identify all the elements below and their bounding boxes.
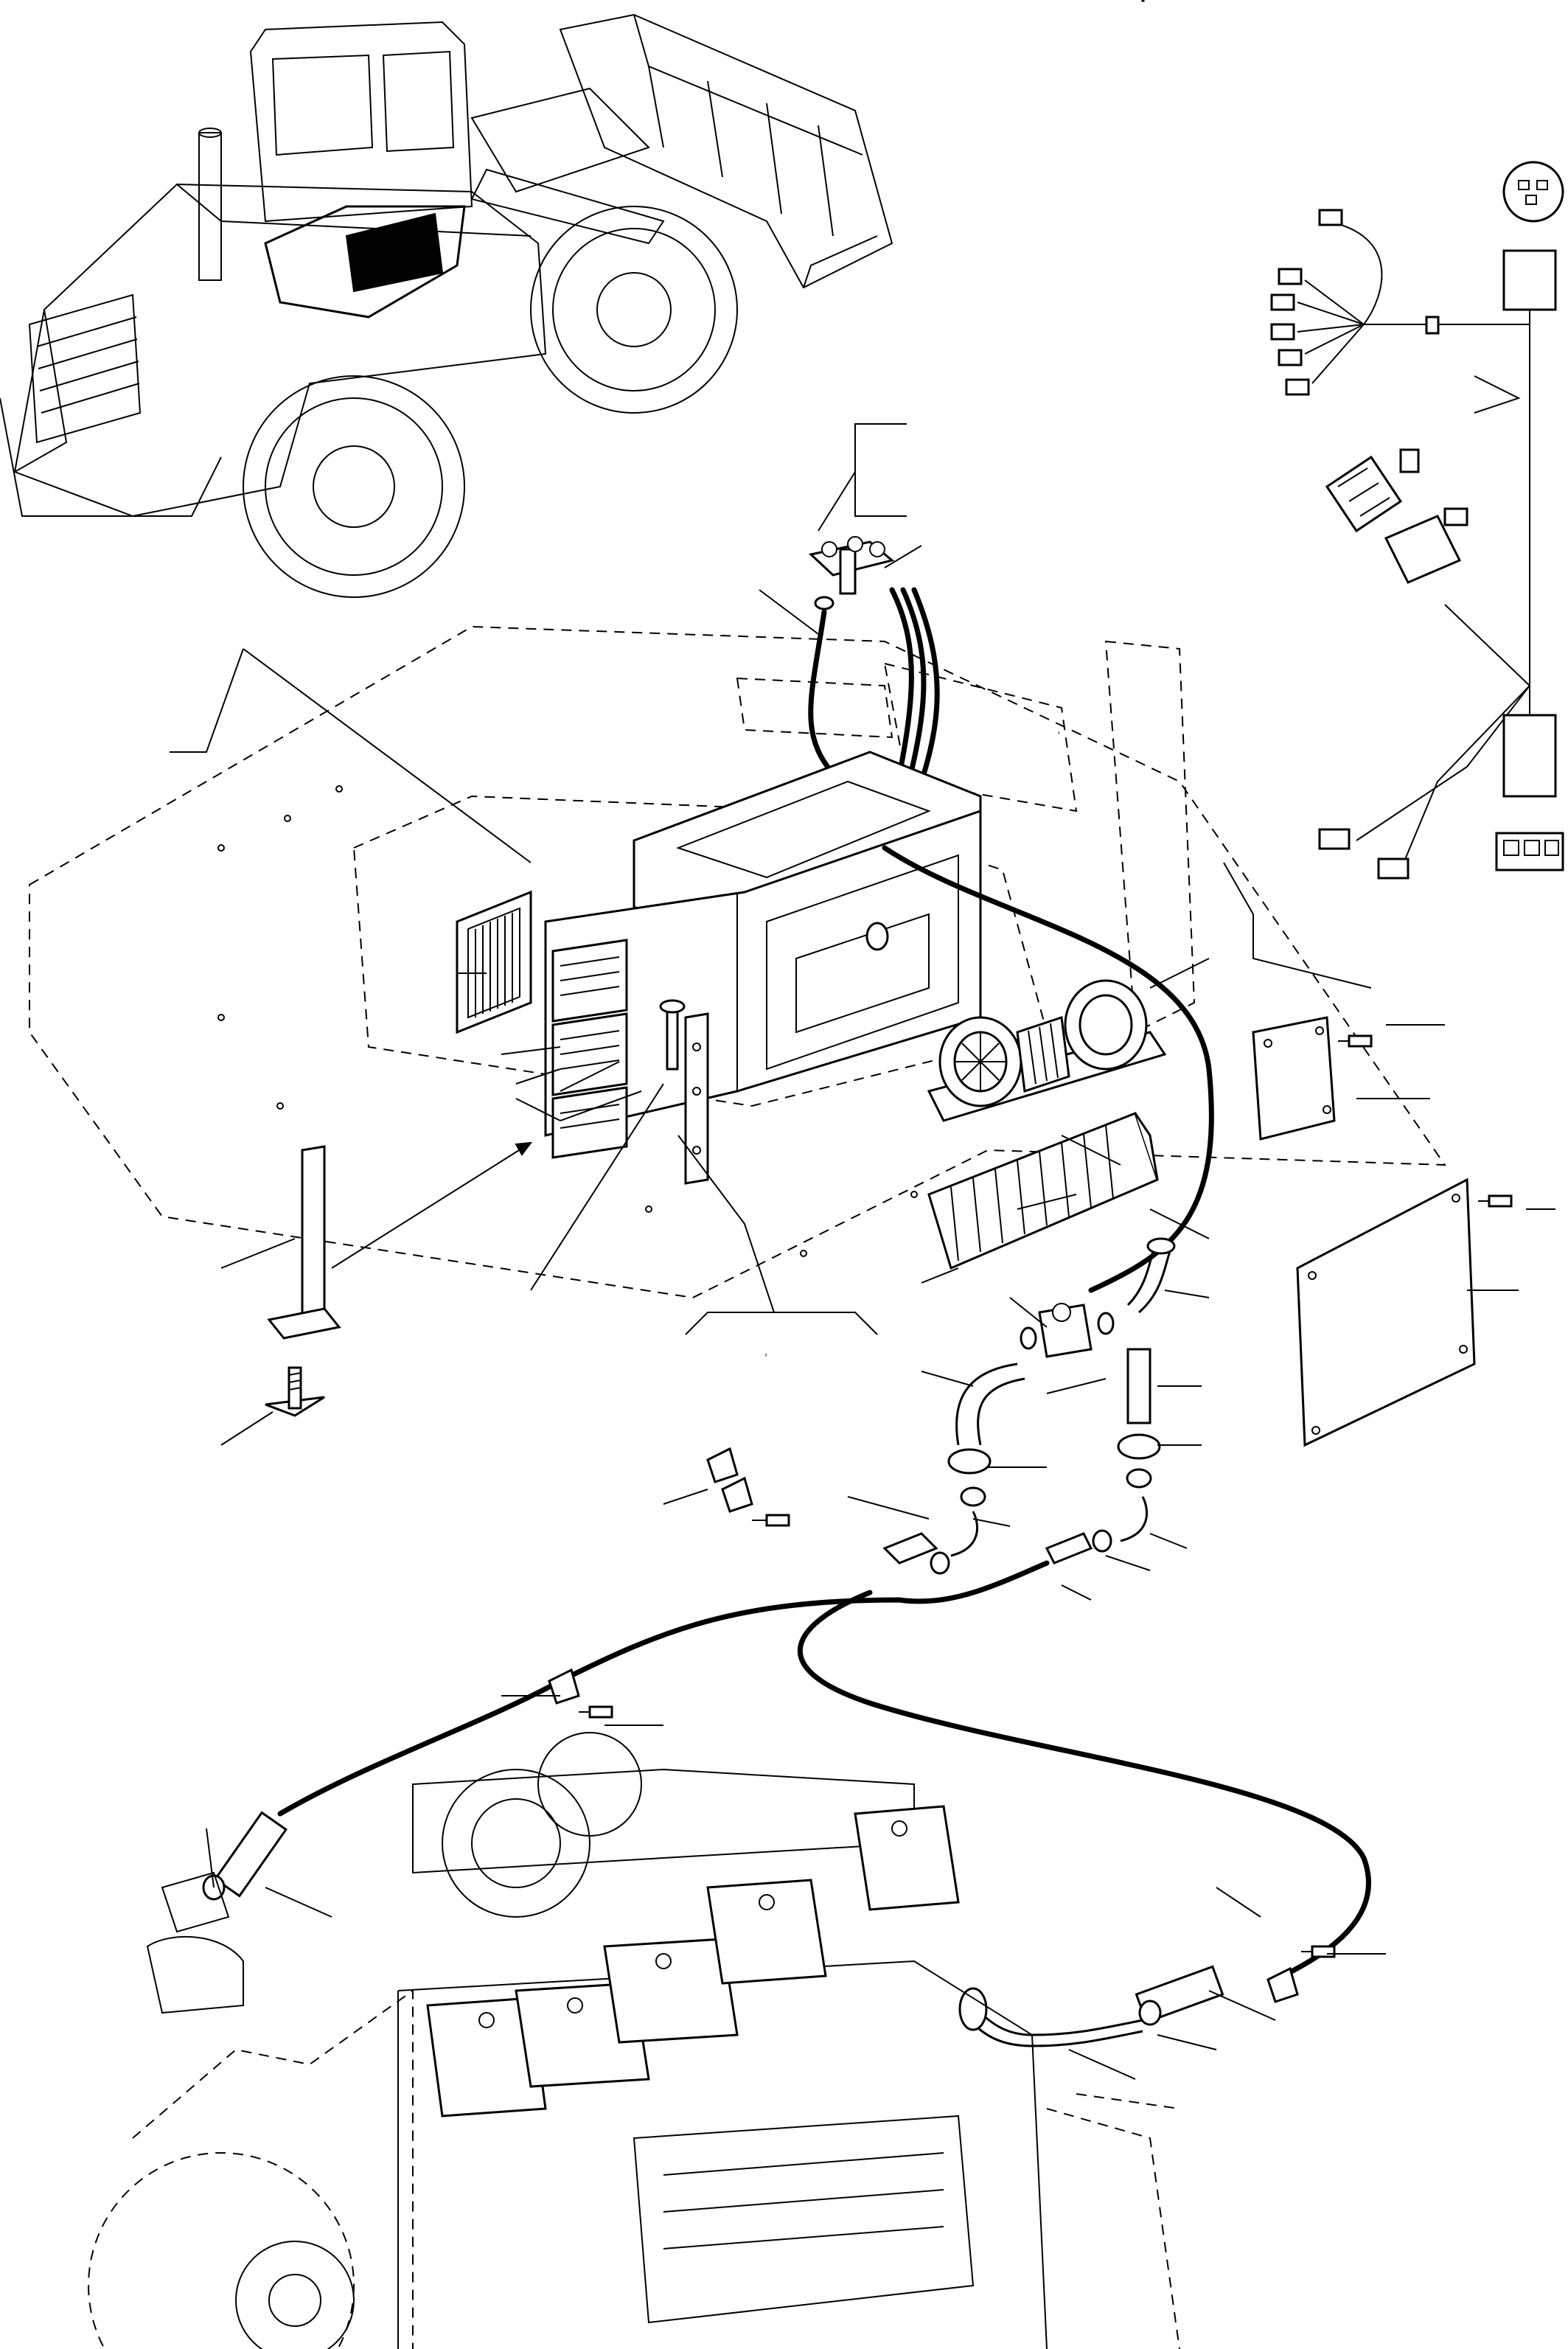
connector bbox=[1325, 448, 1564, 871]
filter-element bbox=[456, 890, 532, 1034]
wing-bolt bbox=[265, 1366, 325, 1417]
blower-motor bbox=[927, 979, 1167, 1122]
callout-leaders bbox=[170, 375, 1555, 2080]
bracket bbox=[267, 1141, 533, 1340]
heater-housing bbox=[544, 751, 982, 1185]
water-valve bbox=[1020, 1303, 1115, 1358]
wheel-loader-overview bbox=[0, 13, 893, 598]
heater-core bbox=[927, 0, 1159, 1270]
cab-floor-outline bbox=[29, 625, 1446, 1299]
callout-mark-1: ' bbox=[1058, 729, 1060, 741]
hose-clamp bbox=[202, 1237, 1336, 2026]
cover-plate bbox=[1252, 1016, 1513, 1447]
engine bbox=[88, 1732, 1180, 2349]
callout-mark-2: , bbox=[764, 1346, 767, 1357]
wiring-harness bbox=[1270, 161, 1564, 880]
